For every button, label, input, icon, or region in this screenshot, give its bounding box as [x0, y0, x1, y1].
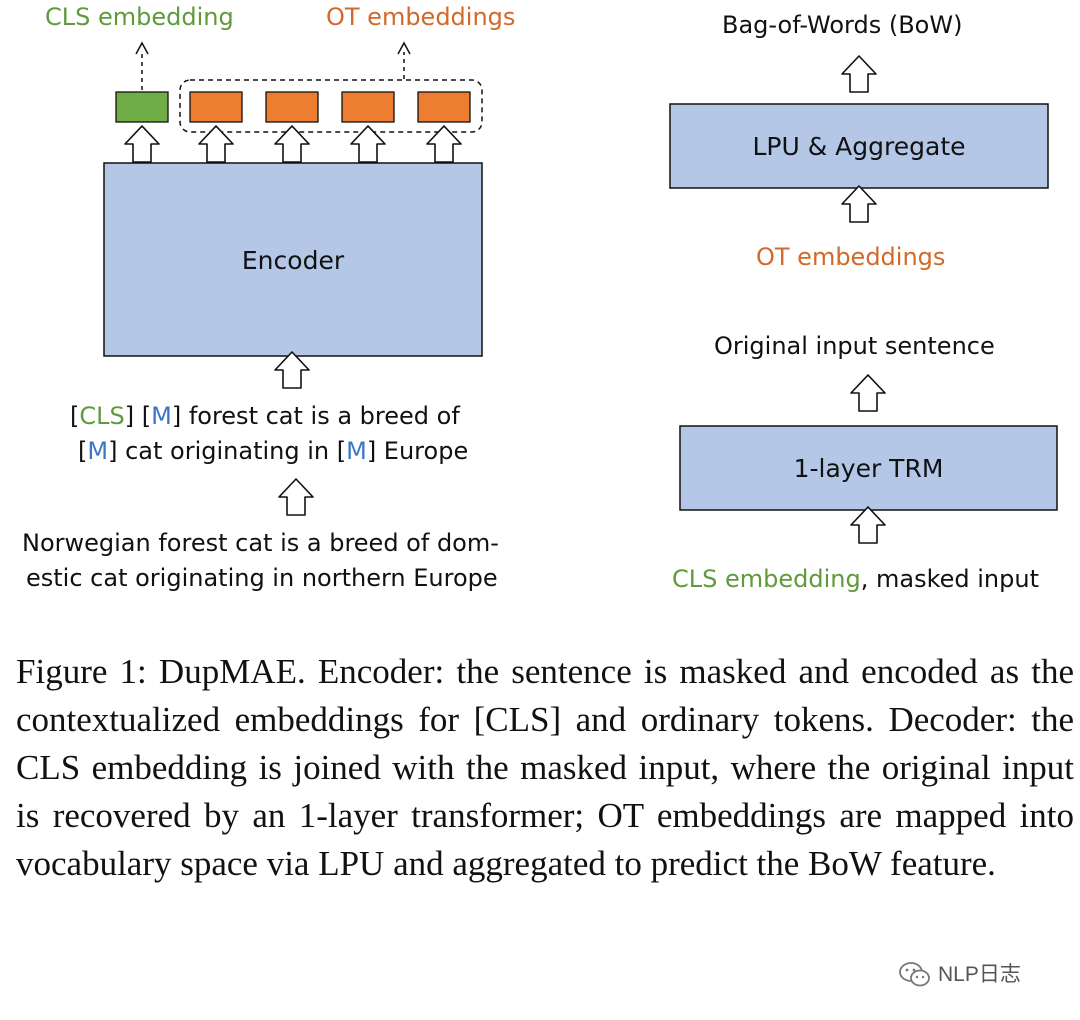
- ot-token-square: [341, 91, 395, 123]
- lpu-aggregate-label: LPU & Aggregate: [752, 132, 966, 161]
- watermark-text: NLP日志: [938, 963, 1021, 986]
- cls-token-square: [115, 91, 169, 123]
- ot-embeddings-output-label: OT embeddings: [326, 3, 516, 31]
- decoder-input-label: CLS embedding, masked input: [672, 564, 1039, 594]
- ot-token-square: [417, 91, 471, 123]
- ot-embeddings-label: OT embeddings: [756, 243, 946, 271]
- up-arrow-icon: [841, 55, 877, 93]
- lpu-aggregate-box: [669, 103, 1049, 189]
- cls-output-arrow: [135, 41, 149, 90]
- masked-input-text: , masked input: [860, 565, 1039, 593]
- diagram-canvas: [103, 41, 1058, 544]
- up-arrow-icon: [841, 185, 877, 223]
- ot-group-dashed-border: [179, 79, 483, 133]
- masked-sentence-line-2: [M] cat originating in [M] Europe: [78, 437, 469, 465]
- up-arrow-icon: [850, 506, 886, 544]
- cls-embedding-text: CLS embedding: [672, 565, 861, 593]
- trm-label: 1-layer TRM: [793, 454, 944, 483]
- ot-token-square: [265, 91, 319, 123]
- trm-box: [679, 425, 1058, 511]
- figure-caption: Figure 1: DupMAE. Encoder: the sentence …: [16, 652, 1074, 883]
- masked-sentence-line-1: [CLS] [M] forest cat is a breed of: [70, 402, 460, 430]
- input-sentence-line-2: estic cat originating in northern Europe: [26, 564, 498, 592]
- encoder-label: Encoder: [241, 246, 345, 275]
- bow-label: Bag-of-Words (BoW): [722, 11, 963, 39]
- ot-token-square: [189, 91, 243, 123]
- up-arrow-icon: [124, 125, 160, 163]
- ot-output-arrow: [397, 41, 411, 79]
- up-arrow-icon: [274, 351, 310, 389]
- wechat-icon: [899, 962, 930, 987]
- input-sentence-line-1: Norwegian forest cat is a breed of dom-: [22, 529, 499, 557]
- up-arrow-icon: [850, 374, 886, 412]
- up-arrow-icon: [278, 478, 314, 516]
- original-input-label: Original input sentence: [714, 332, 995, 360]
- cls-embedding-output-label: CLS embedding: [45, 3, 234, 31]
- encoder-box: [103, 162, 483, 357]
- watermark: NLP日志: [898, 958, 1021, 992]
